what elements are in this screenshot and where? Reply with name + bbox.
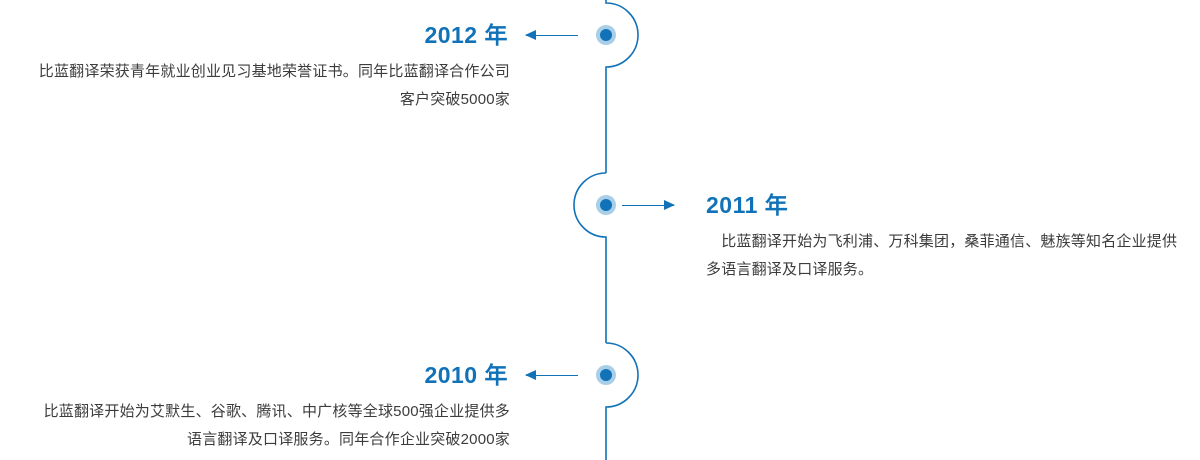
arrow-head-left-icon bbox=[525, 30, 536, 40]
year-row-2011: 2011 年 bbox=[622, 188, 872, 222]
arrow-shaft bbox=[622, 205, 674, 206]
timeline-node-dot-2012[interactable] bbox=[596, 25, 616, 45]
year-label-2012: 2012 年 bbox=[424, 22, 508, 48]
arrow-shaft bbox=[526, 35, 578, 36]
connector-arrow-2012 bbox=[525, 29, 578, 41]
timeline-node-dot-2011[interactable] bbox=[596, 195, 616, 215]
timeline-node-dot-2010[interactable] bbox=[596, 365, 616, 385]
event-description-2010: 比蓝翻译开始为艾默生、谷歌、腾讯、中广核等全球500强企业提供多语言翻译及口译服… bbox=[43, 403, 510, 448]
event-description-2011: 比蓝翻译开始为飞利浦、万科集团，桑菲通信、魅族等知名企业提供多语言翻译及口译服务… bbox=[706, 233, 1178, 278]
arrow-head-left-icon bbox=[525, 370, 536, 380]
year-label-2010: 2010 年 bbox=[424, 362, 508, 388]
year-row-2010: 2010 年 bbox=[388, 358, 578, 392]
connector-arrow-2010 bbox=[525, 369, 578, 381]
arrow-shaft bbox=[526, 375, 578, 376]
arrow-head-right-icon bbox=[664, 200, 675, 210]
connector-arrow-2011 bbox=[622, 199, 675, 211]
event-description-2012: 比蓝翻译荣获青年就业创业见习基地荣誉证书。同年比蓝翻译合作公司客户突破5000家 bbox=[38, 63, 510, 108]
year-label-2011: 2011 年 bbox=[706, 192, 789, 218]
year-row-2012: 2012 年 bbox=[388, 18, 578, 52]
spine-segment-2010 bbox=[605, 342, 639, 460]
